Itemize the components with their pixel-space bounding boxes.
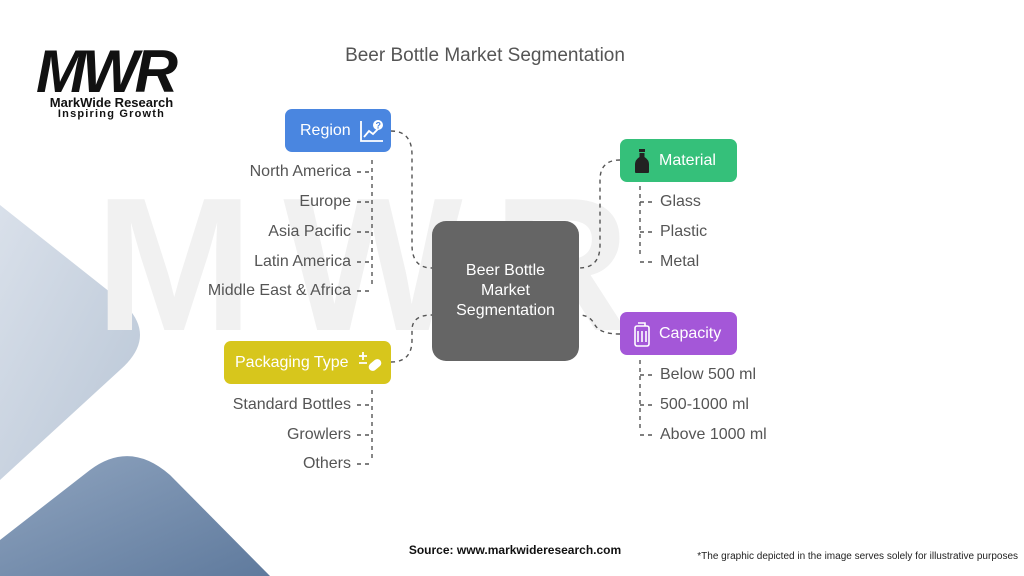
packaging-item: Standard Bottles [232, 396, 351, 413]
capacity-item: Below 500 ml [660, 366, 757, 383]
region-item: Middle East & Africa [207, 282, 351, 299]
brand-logo: MWR [36, 40, 182, 98]
material-item: Plastic [660, 223, 708, 240]
region-item: North America [249, 163, 351, 180]
capacity-item: Above 1000 ml [660, 426, 767, 443]
segment-capacity-label: Capacity [659, 324, 722, 342]
svg-text:MWR: MWR [36, 40, 178, 98]
region-item: Asia Pacific [268, 223, 351, 240]
center-node-label: Beer Bottle Market Segmentation [456, 262, 555, 319]
diagram-title: Beer Bottle Market Segmentation [345, 45, 625, 66]
segment-region: Region ? [285, 109, 391, 152]
bg-shape-light [0, 205, 140, 480]
segment-packaging-label: Packaging Type [235, 353, 349, 371]
fuel-can-icon [634, 321, 650, 347]
brand-name: MarkWide Research [49, 95, 174, 110]
segment-packaging-type: Packaging Type [224, 341, 391, 384]
disclaimer-note: *The graphic depicted in the image serve… [697, 551, 1018, 562]
svg-text:?: ? [375, 120, 381, 130]
capacity-item: 500-1000 ml [660, 396, 749, 413]
bg-shape-dark [0, 456, 270, 576]
segment-capacity: Capacity [620, 312, 737, 355]
packaging-item: Growlers [286, 426, 351, 443]
center-node: Beer Bottle Market Segmentation [432, 221, 579, 361]
source-link[interactable]: Source: www.markwideresearch.com [408, 543, 622, 557]
material-item: Glass [660, 193, 701, 210]
brand-tagline: Inspiring Growth [57, 108, 166, 120]
material-item: Metal [660, 253, 700, 270]
segment-region-label: Region [300, 121, 351, 139]
chart-question-icon: ? [359, 119, 383, 142]
packaging-item: Others [302, 455, 351, 472]
segment-material-label: Material [659, 151, 716, 169]
segment-material: Material [620, 139, 737, 182]
region-item: Latin America [254, 253, 351, 270]
region-item: Europe [299, 193, 351, 210]
plus-minus-pill-icon [358, 351, 381, 371]
bottle-icon [635, 148, 649, 173]
